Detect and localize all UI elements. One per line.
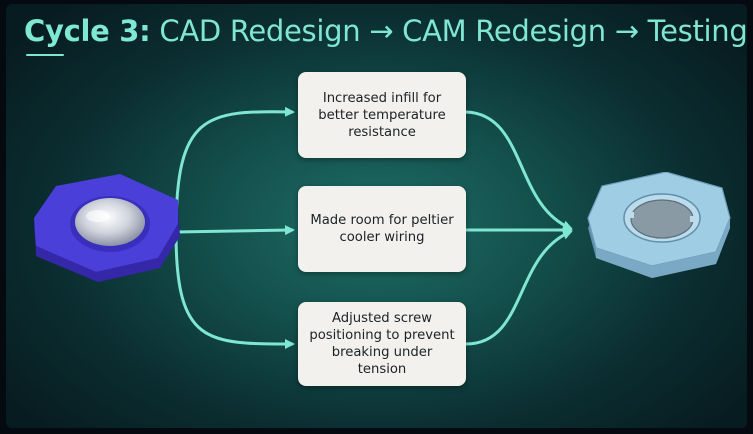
slide-title: Cycle 3: CAD Redesign → CAM Redesign → T… [24, 14, 747, 48]
change-text-screw: Adjusted screw positioning to prevent br… [309, 311, 455, 377]
slide: Cycle 3: CAD Redesign → CAM Redesign → T… [6, 4, 747, 428]
change-box-wiring: Made room for peltier cooler wiring [298, 186, 466, 272]
change-text-wiring: Made room for peltier cooler wiring [310, 213, 454, 245]
arrow-to-infill [174, 106, 295, 234]
change-text-infill: Increased infill for better temperature … [318, 90, 446, 140]
arrow-screw-to-model [464, 230, 573, 346]
arrow-to-wiring [174, 225, 295, 236]
title-cycle-label: Cycle 3: [24, 14, 151, 48]
cad-model-image [587, 172, 731, 278]
arrow-infill-to-model [464, 110, 573, 230]
arrow-to-screw [174, 230, 295, 349]
printed-part-image [34, 174, 180, 282]
flow-arrows [174, 106, 573, 349]
title-underline [26, 54, 64, 56]
change-box-screw: Adjusted screw positioning to prevent br… [298, 302, 466, 386]
title-process: CAD Redesign → CAM Redesign → Testing [150, 14, 747, 48]
change-box-infill: Increased infill for better temperature … [298, 72, 466, 158]
